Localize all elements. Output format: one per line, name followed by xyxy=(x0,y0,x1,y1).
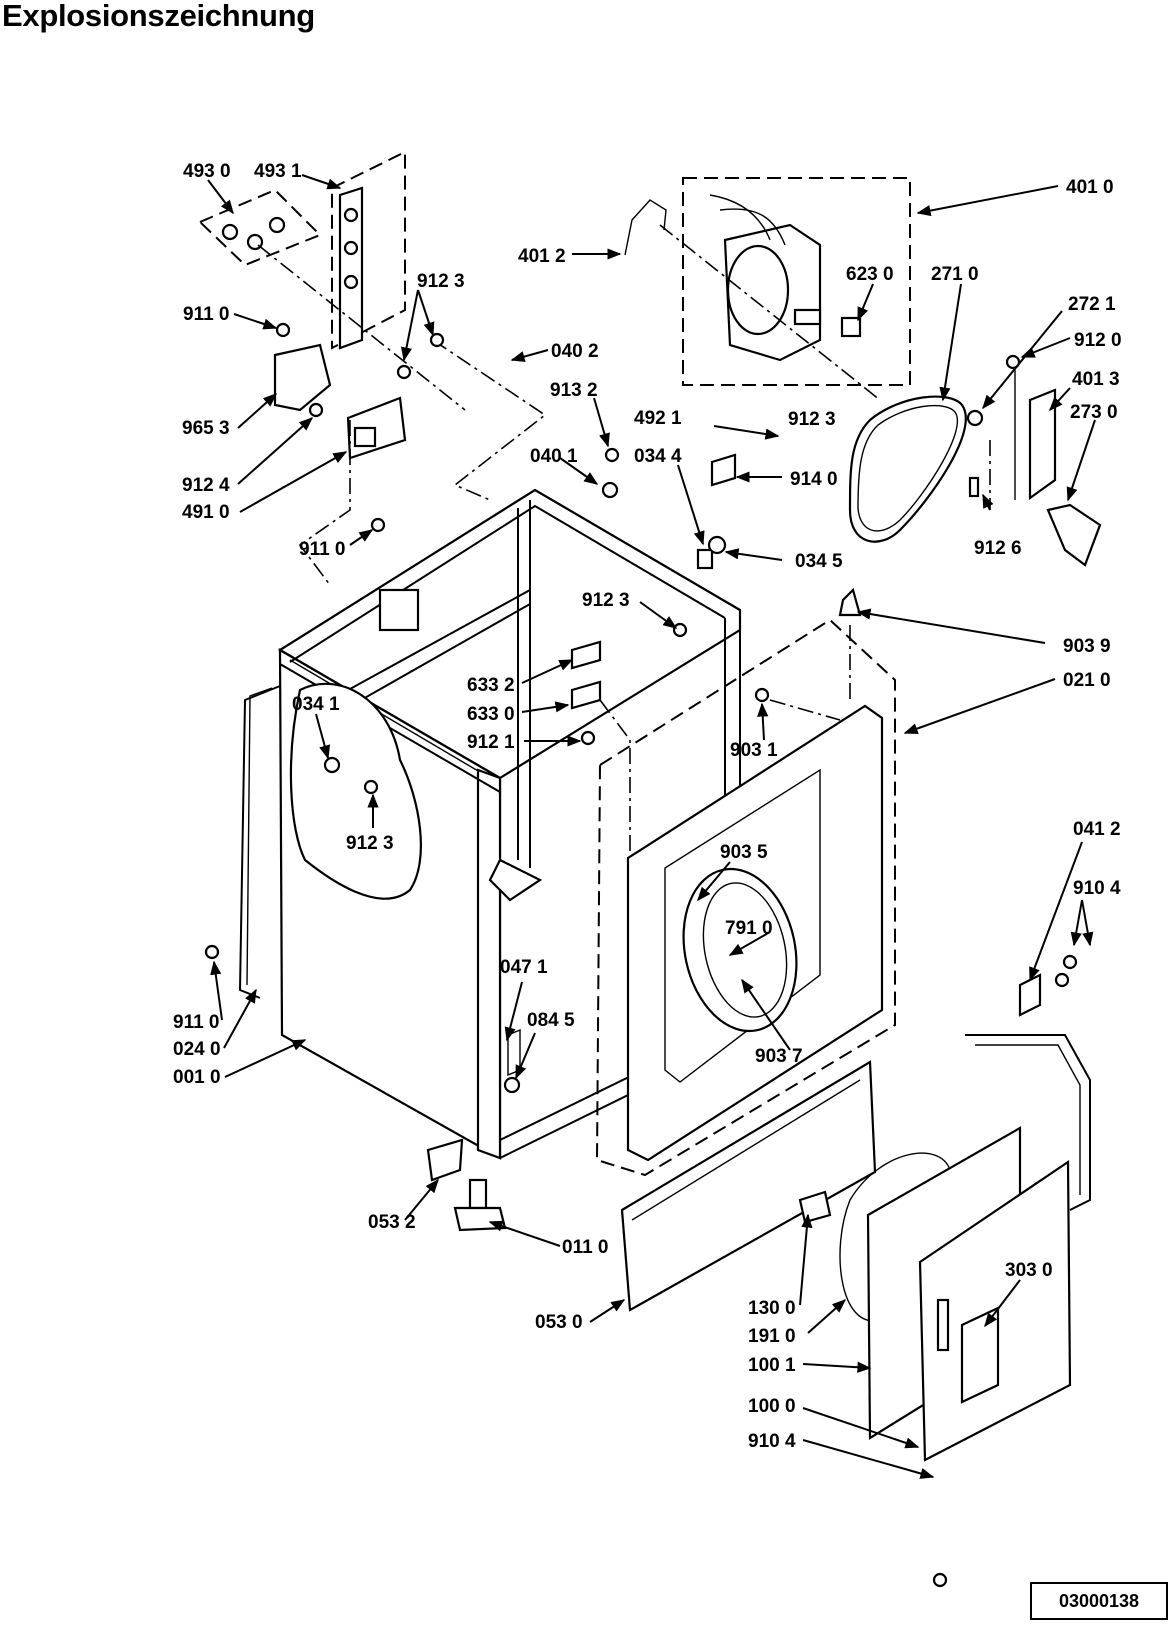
motor-lead-401-2 xyxy=(624,199,667,256)
idler-bracket xyxy=(1028,388,1057,501)
part-label: 965 3 xyxy=(182,418,230,439)
part-label: 401 0 xyxy=(1066,177,1114,198)
part-label: 493 1 xyxy=(254,161,302,182)
part-label: 903 1 xyxy=(730,740,778,761)
part-label: 912 4 xyxy=(182,475,230,496)
part-label: 910 4 xyxy=(1073,878,1121,899)
part-label: 912 3 xyxy=(582,590,630,611)
part-label: 401 2 xyxy=(518,246,566,267)
part-label: 791 0 xyxy=(725,918,773,939)
part-label: 493 0 xyxy=(183,161,231,182)
part-labels: 493 0 493 1 401 0 401 2 623 0 271 0 272 … xyxy=(173,161,1122,1452)
part-label: 100 1 xyxy=(748,1355,796,1376)
front-panel xyxy=(626,704,884,1162)
part-label: 130 0 xyxy=(748,1298,796,1319)
part-label: 912 3 xyxy=(346,833,394,854)
part-label: 911 0 xyxy=(183,304,230,325)
part-label: 047 1 xyxy=(500,957,548,978)
part-label: 084 5 xyxy=(527,1010,575,1031)
drawing-number-box: 03000138 xyxy=(1030,1582,1168,1620)
wire-harness xyxy=(238,685,281,999)
part-label: 912 3 xyxy=(788,409,836,430)
part-label: 911 0 xyxy=(299,539,346,560)
part-label: 011 0 xyxy=(562,1237,609,1258)
part-label: 903 9 xyxy=(1063,636,1111,657)
part-label: 491 0 xyxy=(182,502,230,523)
door-assembly xyxy=(798,973,1091,1462)
front-panel-outline xyxy=(595,618,896,1177)
part-label: 021 0 xyxy=(1063,670,1111,691)
part-label: 913 2 xyxy=(550,380,598,401)
part-label: 401 3 xyxy=(1072,369,1120,390)
part-label: 272 1 xyxy=(1068,294,1116,315)
part-label: 912 0 xyxy=(1074,330,1122,351)
part-label: 910 4 xyxy=(748,1431,796,1452)
part-label: 191 0 xyxy=(748,1326,796,1347)
drive-belt xyxy=(848,395,967,543)
bracket-965 xyxy=(273,343,332,412)
part-label: 903 7 xyxy=(755,1046,803,1067)
part-label: 001 0 xyxy=(173,1067,221,1088)
part-label: 024 0 xyxy=(173,1039,221,1060)
part-label: 303 0 xyxy=(1005,1260,1053,1281)
part-label: 633 0 xyxy=(467,704,515,725)
part-label: 273 0 xyxy=(1070,402,1118,423)
part-label: 914 0 xyxy=(790,469,838,490)
part-label: 912 6 xyxy=(974,538,1022,559)
part-label: 034 5 xyxy=(795,551,843,572)
leveling-foot xyxy=(453,1178,507,1232)
part-label: 100 0 xyxy=(748,1396,796,1417)
part-label: 911 0 xyxy=(173,1012,220,1033)
page-title: Explosionszeichnung xyxy=(2,0,315,33)
part-label: 040 1 xyxy=(530,446,578,467)
leader-arrows xyxy=(207,174,1096,1479)
part-label: 912 3 xyxy=(417,271,465,292)
part-label: 912 1 xyxy=(467,732,515,753)
part-label: 053 2 xyxy=(368,1212,416,1233)
part-label: 034 1 xyxy=(292,694,340,715)
switch-group-493 xyxy=(198,188,322,267)
part-label: 492 1 xyxy=(634,408,682,429)
part-label: 271 0 xyxy=(931,264,979,285)
motor xyxy=(682,177,911,386)
part-label: 903 5 xyxy=(720,842,768,863)
part-label: 040 2 xyxy=(551,341,599,362)
part-label: 034 4 xyxy=(634,446,682,467)
part-label: 633 2 xyxy=(467,675,515,696)
part-label: 041 2 xyxy=(1073,819,1121,840)
part-label: 053 0 xyxy=(535,1312,583,1333)
part-label: 623 0 xyxy=(846,264,894,285)
